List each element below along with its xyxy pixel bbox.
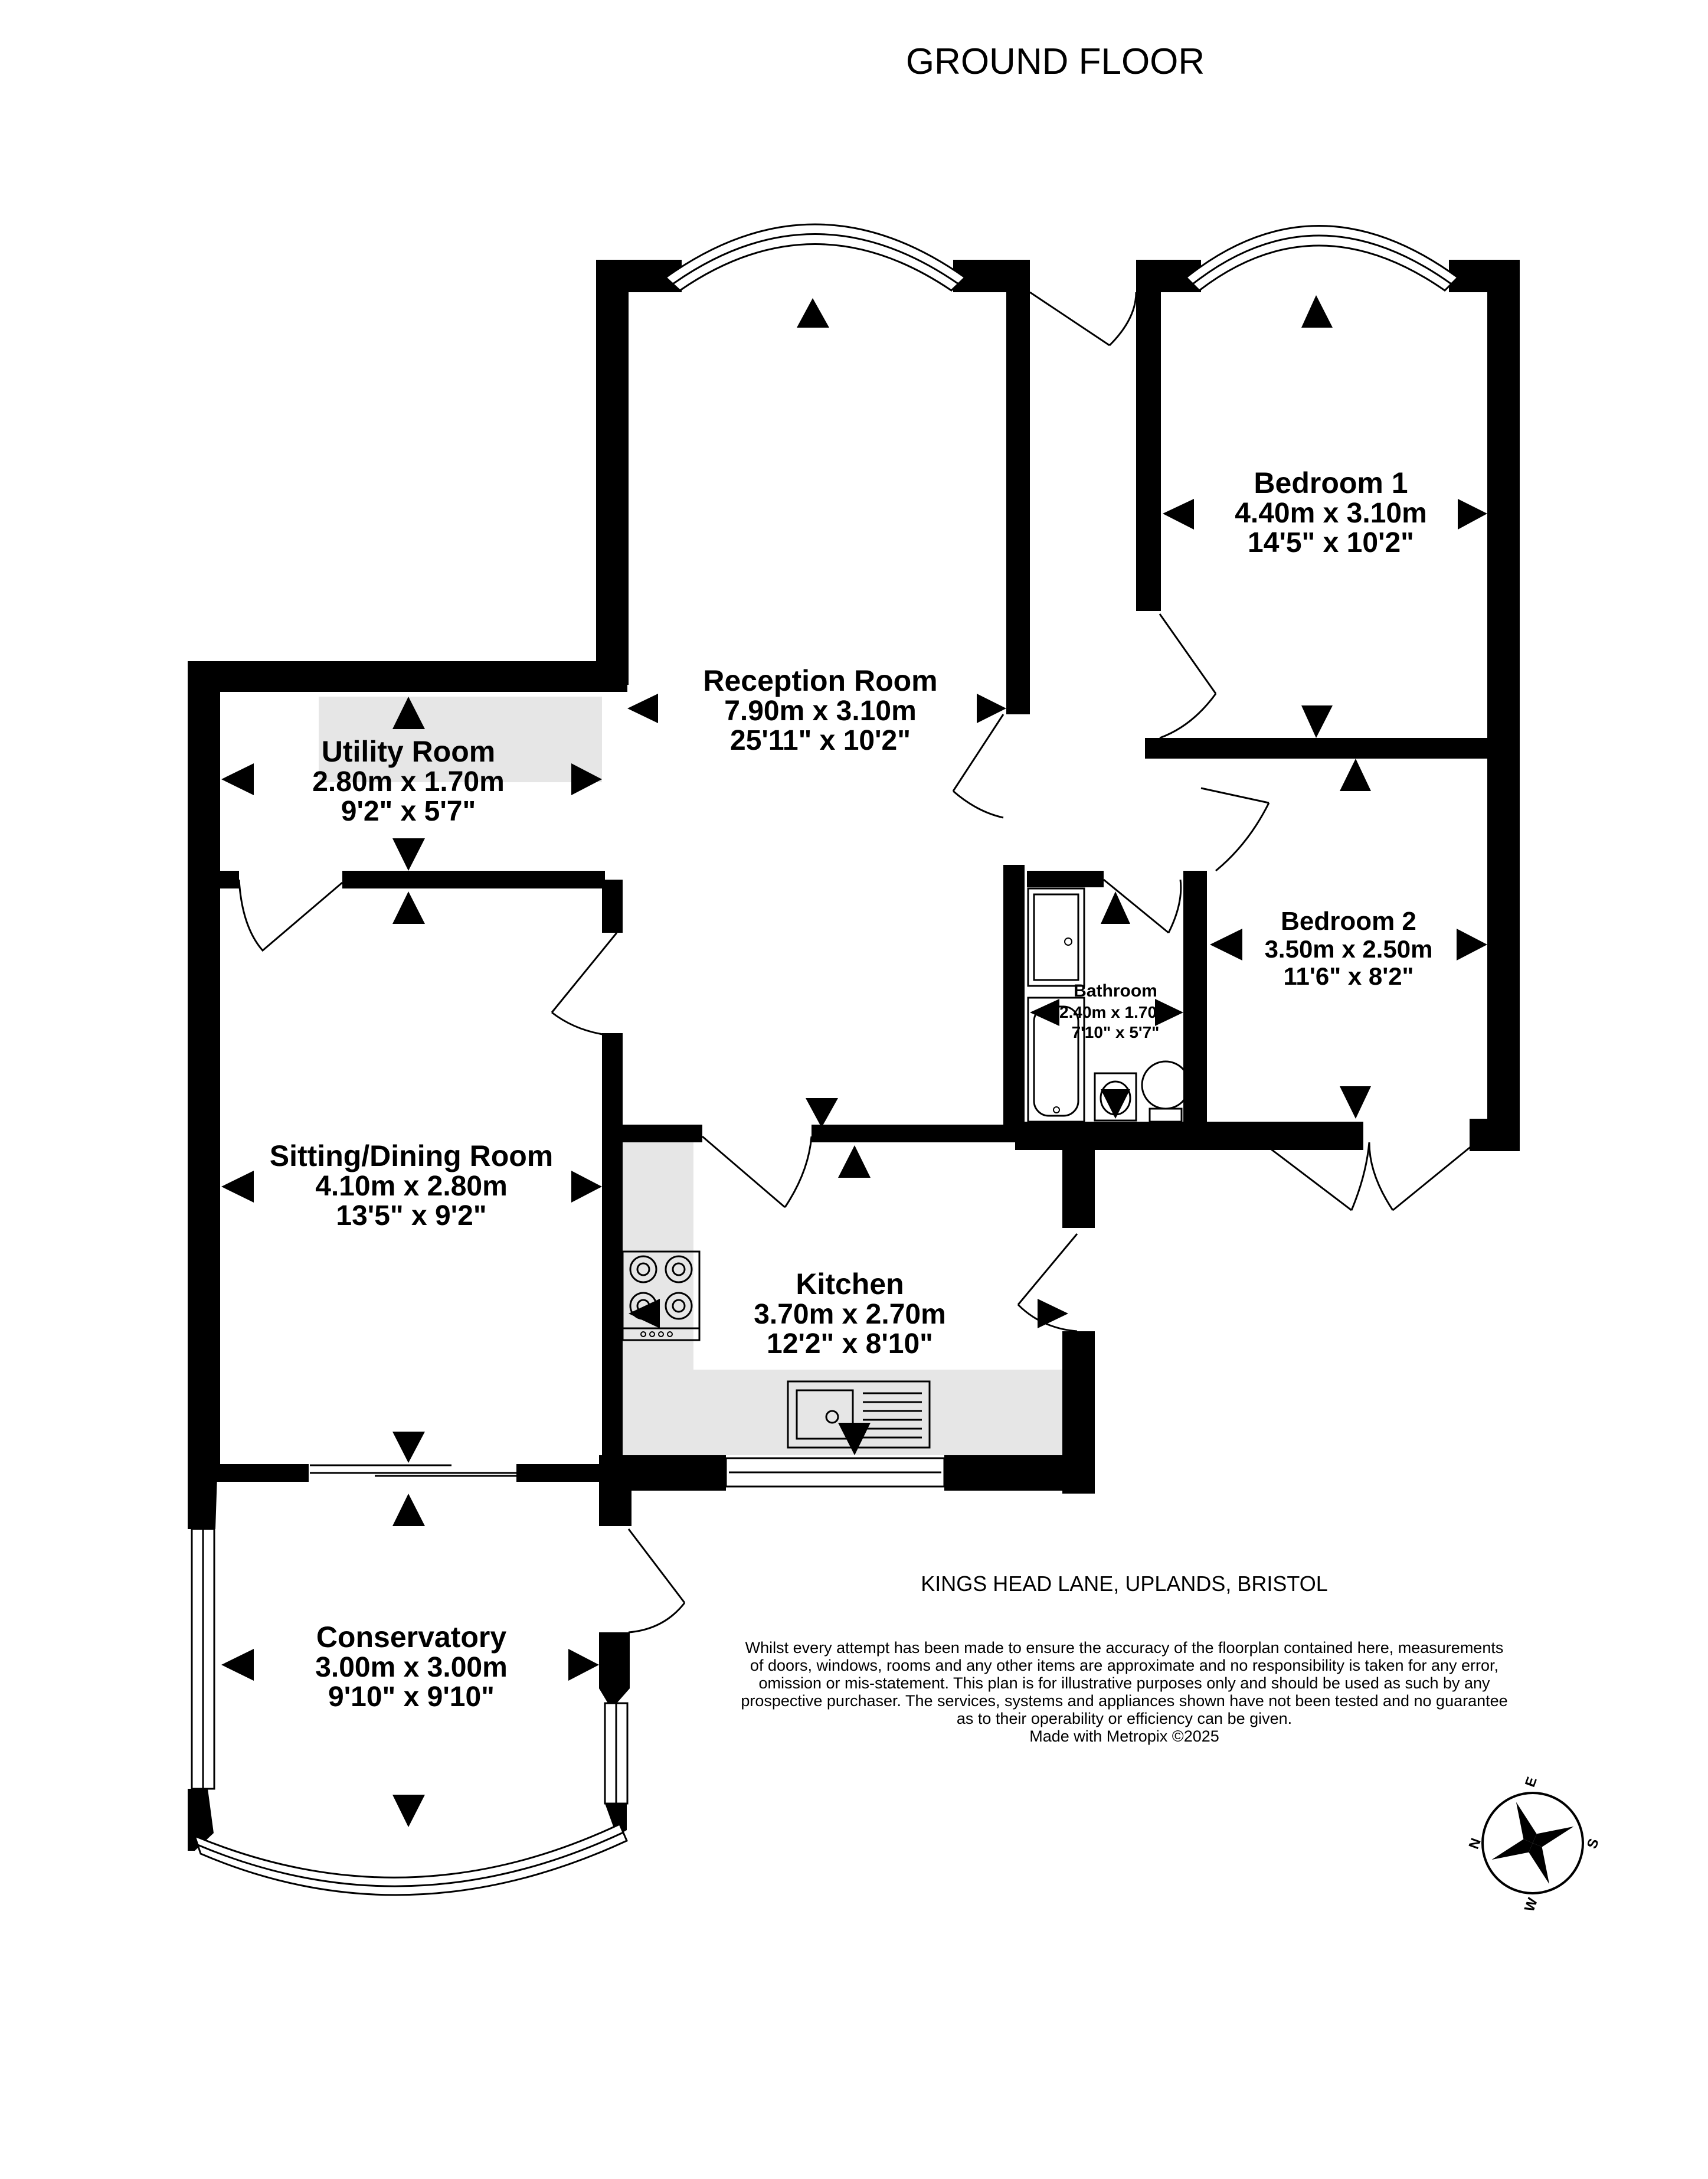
toilet-icon	[1141, 1060, 1190, 1123]
room-imperial: 25'11" x 10'2"	[730, 725, 911, 756]
room-imperial: 11'6" x 8'2"	[1284, 962, 1414, 990]
arrow-right-icon	[1458, 499, 1487, 530]
arrow-down-icon	[392, 1795, 425, 1827]
disclaimer-line: of doors, windows, rooms and any other i…	[750, 1657, 1498, 1674]
arrow-left-icon	[1210, 929, 1242, 961]
arrow-up-icon	[797, 298, 829, 328]
room-label-reception: Reception Room 7.90m x 3.10m 25'11" x 10…	[703, 664, 937, 756]
room-imperial: 9'2" x 5'7"	[341, 796, 476, 827]
arrow-right-icon	[1457, 929, 1487, 961]
arrow-down-icon	[1301, 705, 1333, 738]
room-label-bathroom: Bathroom 2.40m x 1.70m 7'10" x 5'7"	[1059, 981, 1172, 1041]
arrow-up-icon	[392, 891, 425, 924]
arrow-right-icon	[568, 1649, 599, 1681]
compass-n: N	[1466, 1836, 1484, 1851]
arrow-left-icon	[627, 694, 658, 723]
floor-title: GROUND FLOOR	[906, 41, 1205, 82]
room-metric: 4.10m x 2.80m	[315, 1171, 508, 1202]
arrow-right-icon	[571, 1171, 602, 1203]
room-name: Bedroom 1	[1254, 466, 1408, 499]
arrow-left-icon	[1030, 999, 1059, 1026]
room-label-utility: Utility Room 2.80m x 1.70m 9'2" x 5'7"	[312, 735, 505, 827]
room-metric: 2.40m x 1.70m	[1059, 1003, 1172, 1021]
arrow-down-icon	[838, 1423, 871, 1455]
arrow-right-icon	[977, 694, 1006, 723]
compass-e: E	[1522, 1775, 1540, 1789]
room-imperial: 12'2" x 8'10"	[767, 1328, 933, 1360]
hob-icon	[621, 1250, 701, 1341]
room-label-bedroom1: Bedroom 1 4.40m x 3.10m 14'5" x 10'2"	[1235, 466, 1427, 558]
arrow-up-icon	[838, 1145, 871, 1178]
room-name: Utility Room	[322, 735, 495, 768]
room-metric: 3.70m x 2.70m	[754, 1299, 946, 1330]
arrow-left-icon	[221, 763, 254, 795]
room-name: Bathroom	[1074, 981, 1157, 1001]
disclaimer-line: prospective purchaser. The services, sys…	[741, 1692, 1507, 1710]
arrow-down-icon	[392, 838, 425, 871]
arrow-right-icon	[1155, 999, 1183, 1026]
room-metric: 3.50m x 2.50m	[1265, 935, 1433, 963]
arrow-down-icon	[806, 1098, 838, 1128]
arrow-right-icon	[571, 763, 602, 795]
doors	[238, 291, 1473, 1634]
room-name: Kitchen	[796, 1267, 904, 1301]
arrow-up-icon	[1340, 759, 1371, 791]
room-imperial: 7'10" x 5'7"	[1072, 1023, 1160, 1041]
arrow-left-icon	[221, 1649, 254, 1681]
shower-icon	[1027, 887, 1085, 987]
arrow-left-icon	[221, 1171, 254, 1203]
compass-w: W	[1522, 1896, 1541, 1914]
room-name: Conservatory	[316, 1621, 507, 1654]
room-name: Bedroom 2	[1281, 907, 1416, 936]
compass-s: S	[1584, 1837, 1602, 1851]
utility-counter	[319, 697, 602, 782]
room-name: Sitting/Dining Room	[270, 1139, 553, 1172]
arrow-down-icon	[392, 1432, 425, 1463]
room-imperial: 9'10" x 9'10"	[328, 1681, 495, 1713]
disclaimer-line: omission or mis-statement. This plan is …	[758, 1674, 1490, 1692]
room-imperial: 14'5" x 10'2"	[1248, 527, 1414, 558]
room-metric: 3.00m x 3.00m	[315, 1652, 508, 1683]
room-name: Reception Room	[703, 664, 937, 697]
kitchen-counter-bottom	[620, 1370, 1068, 1455]
arrow-down-icon	[1101, 1089, 1130, 1119]
walls	[188, 260, 1520, 1851]
room-label-bedroom2: Bedroom 2 3.50m x 2.50m 11'6" x 8'2"	[1265, 907, 1433, 990]
room-label-conservatory: Conservatory 3.00m x 3.00m 9'10" x 9'10"	[315, 1621, 508, 1713]
arrow-up-icon	[1101, 891, 1130, 924]
room-label-kitchen: Kitchen 3.70m x 2.70m 12'2" x 8'10"	[754, 1267, 946, 1360]
sink-icon	[787, 1380, 931, 1449]
arrow-up-icon	[1301, 295, 1333, 328]
disclaimer-line: as to their operability or efficiency ca…	[957, 1710, 1292, 1727]
disclaimer-line: Whilst every attempt has been made to en…	[745, 1639, 1504, 1657]
arrow-down-icon	[1340, 1086, 1371, 1119]
arrow-left-icon	[629, 1299, 660, 1328]
room-label-sitting: Sitting/Dining Room 4.10m x 2.80m 13'5" …	[270, 1139, 553, 1231]
dimension-arrows	[221, 295, 1487, 1827]
arrow-right-icon	[1038, 1299, 1068, 1328]
room-metric: 2.80m x 1.70m	[312, 766, 505, 798]
fixtures	[621, 887, 1190, 1449]
windows	[191, 223, 1460, 1896]
disclaimer-line: Made with Metropix ©2025	[1029, 1727, 1219, 1745]
arrow-up-icon	[392, 697, 425, 729]
arrow-up-icon	[392, 1494, 425, 1526]
arrow-left-icon	[1163, 499, 1194, 530]
disclaimer: Whilst every attempt has been made to en…	[741, 1639, 1507, 1745]
address: KINGS HEAD LANE, UPLANDS, BRISTOL	[921, 1572, 1328, 1596]
room-metric: 4.40m x 3.10m	[1235, 498, 1427, 529]
room-metric: 7.90m x 3.10m	[724, 695, 917, 727]
compass-icon: N E S W	[1466, 1775, 1602, 1913]
room-imperial: 13'5" x 9'2"	[336, 1200, 486, 1231]
